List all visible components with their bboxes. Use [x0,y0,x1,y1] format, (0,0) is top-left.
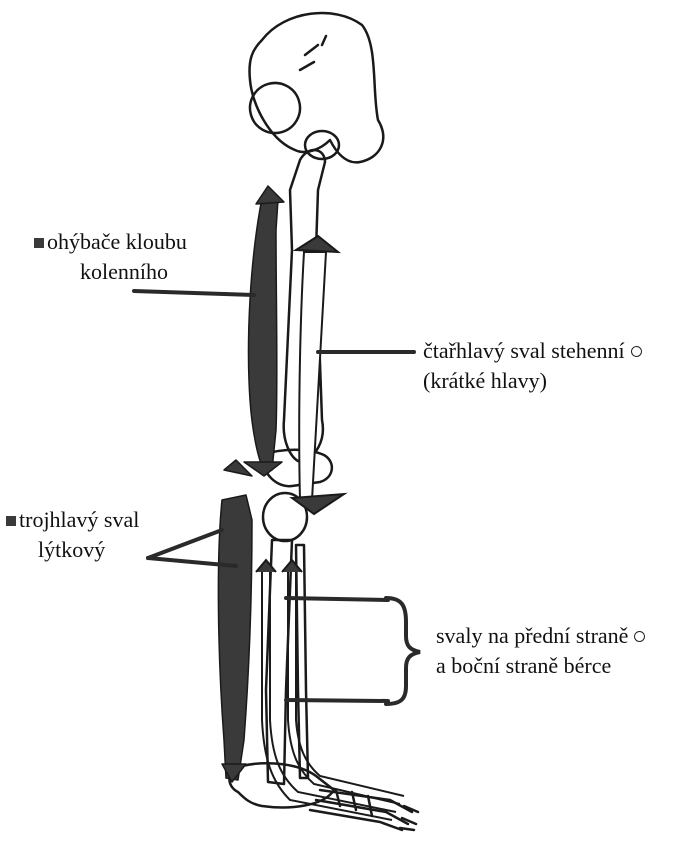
leader-shin-top [286,598,388,600]
foot-bones [310,790,412,830]
knee-flexors-line2: kolenního [34,257,187,287]
leader-shin-bottom [286,700,388,701]
triceps-surae-line1: trojhlavý sval [19,507,139,532]
triceps-muscle [218,495,252,780]
label-triceps-surae: trojhlavý sval lýtkový [6,505,139,565]
open-circle-marker [634,631,645,642]
pelvis-opening [244,77,305,138]
leader-triceps-1 [148,530,222,558]
triceps-surae-line2: lýtkový [6,535,139,565]
fibula-bone [296,545,308,778]
label-quadriceps: čtařhlavý sval stehenní (krátké hlavy) [423,336,642,396]
quadriceps-top-arrow [296,236,338,252]
flexor-muscle [249,198,279,470]
pelvis-ridge [300,36,326,70]
leader-flexors [134,291,254,295]
quadriceps-muscle [299,252,326,500]
label-knee-flexors: ohýbače kloubu kolenního [34,227,187,287]
filled-square-marker [6,516,16,526]
shin-muscles-line2: a boční straně bérce [436,651,645,681]
filled-square-marker [34,238,44,248]
label-shin-muscles: svaly na přední straně a boční straně bé… [436,621,645,681]
quadriceps-line1: čtařhlavý sval stehenní [423,338,625,363]
open-circle-marker [631,346,642,357]
curly-brace [386,598,420,704]
pelvis-bone [250,13,384,162]
shin-muscle-4 [296,572,404,796]
flexor-top-arrow [256,186,284,204]
shin-muscles-line1: svaly na přední straně [436,623,628,648]
knee-flexors-line1: ohýbače kloubu [47,229,187,254]
quadriceps-line2: (krátké hlavy) [423,366,642,396]
quadriceps-bottom-arrow [292,494,344,514]
